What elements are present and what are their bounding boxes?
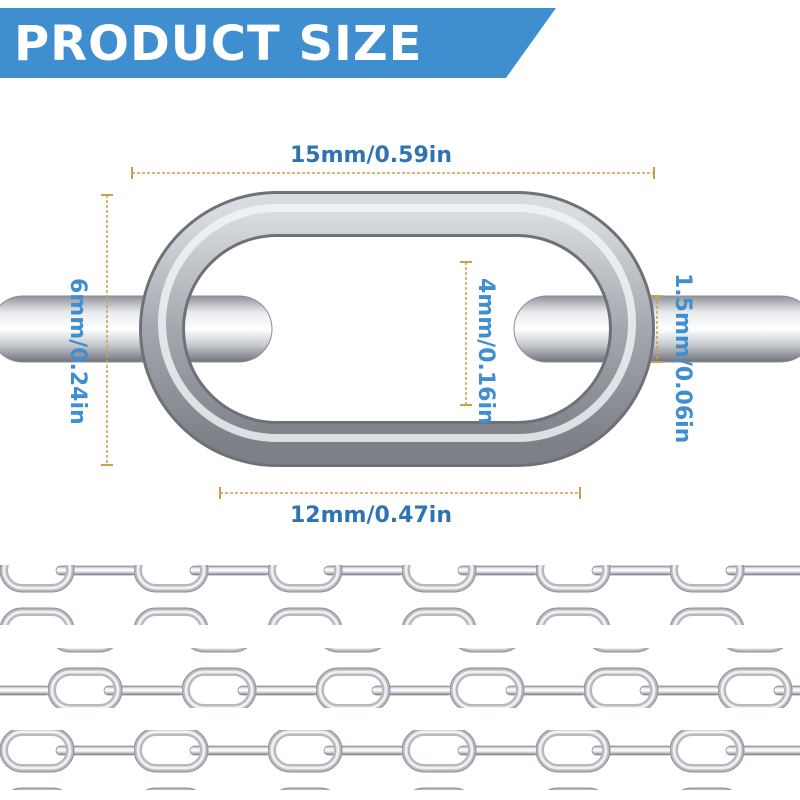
label-total-width: 6mm/0.24in (65, 278, 90, 425)
label-inner-length: 12mm/0.47in (290, 503, 452, 528)
label-total-length: 15mm/0.59in (290, 143, 452, 168)
chain-row-1 (0, 565, 800, 625)
chain-row-3 (0, 730, 800, 790)
banner-title: PRODUCT SIZE (14, 16, 423, 72)
label-wire-diameter: 1.5mm/0.06in (670, 273, 695, 444)
label-inner-width: 4mm/0.16in (473, 278, 498, 425)
main-link-highlight (158, 204, 636, 442)
left-chain-bar (0, 295, 273, 363)
chain-row-2 (0, 648, 800, 708)
title-banner: PRODUCT SIZE (0, 8, 556, 78)
